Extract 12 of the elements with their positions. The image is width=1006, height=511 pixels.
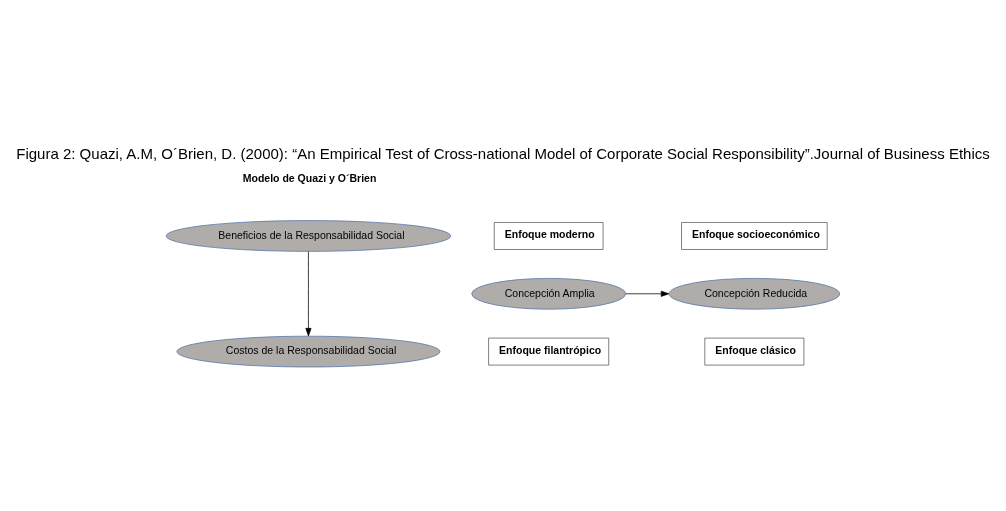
label: Modelo de Quazi y O´Brien: [242, 172, 377, 185]
node-ellipse: Costos de la Responsabilidad Social: [176, 335, 441, 368]
node-ellipse: Concepción Reducida: [668, 278, 841, 310]
node-box: Enfoque moderno: [493, 222, 604, 250]
node-box: Enfoque socioeconómico: [681, 222, 828, 250]
arrow: [305, 251, 312, 337]
node-ellipse: Beneficios de la Responsabilidad Social: [165, 220, 452, 252]
diagram-title: Figura 2: Quazi, A.M, O´Brien, D. (2000): “An Empirical Test of Cross-national Model of Corporate Social Responsibility”.Journal of Business Ethics: [16, 145, 990, 163]
arrow: [625, 290, 670, 297]
node-ellipse: Concepción Amplia: [471, 278, 627, 310]
node-box: Enfoque filantrópico: [488, 337, 610, 366]
node-box: Enfoque clásico: [704, 337, 805, 366]
